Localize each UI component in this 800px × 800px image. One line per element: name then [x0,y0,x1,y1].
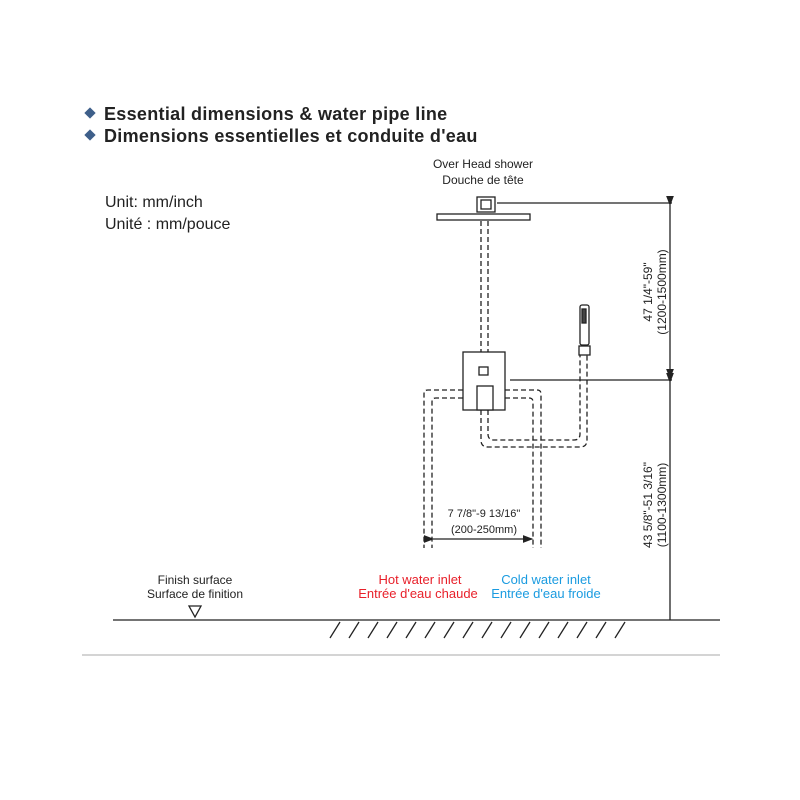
heading-text: Essential dimensions & water pipe line [104,104,448,124]
hand-shower-icon [578,304,591,356]
hatch-mark [367,621,379,639]
hot-inlet-label: Hot water inlet [378,572,461,587]
hatch-mark [557,621,569,639]
cold-inlet-label-fr: Entrée d'eau froide [491,586,600,601]
finish-label-fr: Surface de finition [147,587,243,601]
hatch-mark [519,621,531,639]
hatch-mark [500,621,512,639]
hatch-mark [348,621,360,639]
hatch-mark [405,621,417,639]
cold-inlet-label: Cold water inlet [501,572,591,587]
overhead-label: Over Head shower [433,157,533,171]
mixing-valve-icon [462,351,506,411]
hatch-mark [481,621,493,639]
heading-en: Essential dimensions & water pipe line [84,104,448,125]
dim-lower-inch: 43 5/8"-51 3/16" [641,462,655,548]
unit-fr: Unité : mm/pouce [105,216,231,233]
hatch-mark [386,621,398,639]
pipes [423,221,588,548]
dim-lower-mm: (1100-1300mm) [655,463,669,547]
hatch-mark [576,621,588,639]
finish-triangle-icon [187,605,203,619]
hatch-mark [329,621,341,639]
dim-upper-mm: (1200-1500mm) [655,249,669,334]
hatch-mark [462,621,474,639]
hot-inlet-label-fr: Entrée d'eau chaude [358,586,478,601]
heading-text: Dimensions essentielles et conduite d'ea… [104,126,478,146]
dim-width-mm: (200-250mm) [451,524,517,536]
hatch-mark [538,621,550,639]
floor-hatch [329,621,626,639]
hatch-mark [424,621,436,639]
hatch-mark [614,621,626,639]
hatch-mark [443,621,455,639]
heading-fr: Dimensions essentielles et conduite d'ea… [84,126,478,147]
dim-upper-inch: 47 1/4"-59" [641,262,655,321]
hatch-mark [595,621,607,639]
unit-en: Unit: mm/inch [105,194,203,211]
dim-width-inch: 7 7/8"-9 13/16" [448,508,521,520]
overhead-shower-icon [436,196,531,221]
overhead-label-fr: Douche de tête [442,173,524,187]
finish-label: Finish surface [158,573,233,587]
